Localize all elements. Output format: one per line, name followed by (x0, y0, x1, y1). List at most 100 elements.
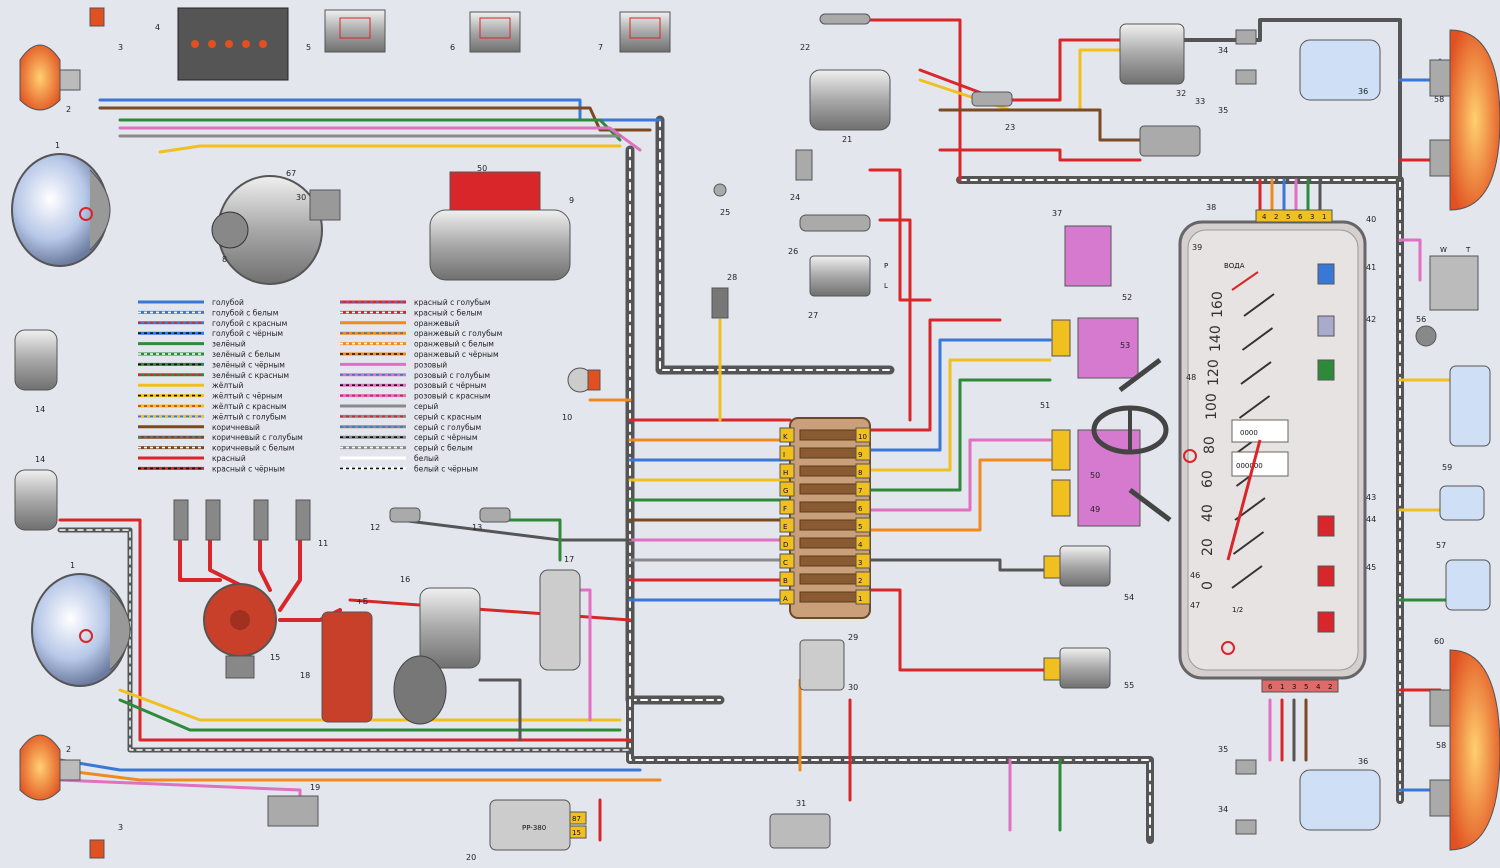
switch-19: 19 (267, 783, 320, 827)
legend-item: розовый с чёрным (340, 381, 486, 390)
fuse-number: 6 (858, 505, 863, 513)
legend-label: белый (414, 454, 439, 463)
relay-6: 6 (450, 11, 521, 53)
legend-label: голубой (212, 298, 244, 307)
label-41: 41 (1366, 263, 1376, 272)
fuse-letter: B (783, 577, 788, 585)
label-38: 38 (1206, 203, 1216, 212)
relay-5: 5 (306, 9, 386, 53)
sensor-3-top: 3 (89, 7, 123, 52)
legend-item: голубой (138, 298, 244, 307)
fuse-letter: G (783, 487, 788, 495)
sensor-25: 25 (713, 183, 730, 217)
label-34-bottom: 34 (1218, 805, 1228, 814)
sensor-28: 28 (711, 273, 737, 319)
legend-label: серый с чёрным (414, 433, 477, 442)
label-voda: ВОДА (1224, 262, 1245, 270)
legend-item: белый с чёрным (340, 464, 478, 473)
plafond-36-bottom: 36 (1299, 757, 1381, 831)
speed-label: 20 (1200, 538, 1216, 556)
unit-32: 32 (1119, 23, 1186, 98)
legend-item: зелёный с белым (138, 350, 280, 359)
legend-item: зелёный с чёрным (138, 360, 285, 369)
label-54: 54 (1124, 593, 1134, 602)
legend-label: зелёный с красным (212, 371, 289, 380)
label-11: 11 (318, 539, 328, 548)
legend-item: розовый с красным (340, 392, 491, 401)
sensor-3-bottom: 3 (89, 823, 123, 859)
label-35-bottom: 35 (1218, 745, 1228, 754)
fuse-letter: I (783, 451, 785, 459)
fuse-number: 1 (858, 595, 862, 603)
connector-pin: 1 (1280, 683, 1284, 691)
wire-harness (57, 18, 1462, 844)
lamp-24: 24 (790, 149, 813, 202)
switch-55: 55 (1043, 647, 1134, 690)
speed-label: 40 (1200, 504, 1216, 522)
legend-item: коричневый с белым (138, 444, 294, 453)
fuse-letter: H (783, 469, 788, 477)
lamp-34-top: 34 (1218, 29, 1257, 55)
legend-label: коричневый (212, 423, 260, 432)
label-48: 48 (1186, 373, 1196, 382)
legend-label: розовый с голубым (414, 371, 490, 380)
label-51: 51 (1040, 401, 1050, 410)
speed-label: 100 (1204, 393, 1220, 420)
fuse-letter: C (783, 559, 788, 567)
label-57: 57 (1436, 541, 1446, 550)
generator-8: 8 67 30 (211, 169, 341, 285)
legend-label: жёлтый с красным (212, 402, 287, 411)
fuse-letter: K (783, 433, 788, 441)
plafond-36-top: 36 (1299, 39, 1381, 101)
label-1-top: 1 (55, 141, 60, 150)
sensor-13: 13 (472, 507, 511, 532)
speed-label: 80 (1202, 436, 1218, 454)
label-30: 30 (848, 683, 858, 692)
legend-item: серый (340, 402, 438, 411)
legend-item: белый (340, 454, 439, 463)
label-52: 52 (1122, 293, 1132, 302)
label-42: 42 (1366, 315, 1376, 324)
legend-label: коричневый с белым (212, 444, 294, 453)
legend-item: красный с голубым (340, 298, 491, 307)
legend-item: жёлтый с чёрным (138, 392, 283, 401)
label-44: 44 (1366, 515, 1376, 524)
fuse-number: 4 (858, 541, 863, 549)
legend-item: жёлтый (138, 381, 243, 390)
label-50: 50 (1090, 471, 1100, 480)
legend-item: зелёный (138, 340, 246, 349)
legend-item: оранжевый с голубым (340, 329, 502, 338)
legend-item: голубой с чёрным (138, 329, 283, 338)
legend-item: жёлтый с голубым (138, 412, 286, 421)
sensor-22: 22 (800, 13, 871, 52)
lamp-34-bottom: 34 (1218, 805, 1257, 835)
label-13: 13 (472, 523, 482, 532)
sensor-12: 12 (370, 507, 421, 532)
connector-pin: 5 (1304, 683, 1308, 691)
legend-label: красный с белым (414, 308, 482, 317)
label-19: 19 (310, 783, 320, 792)
speed-label: 120 (1206, 359, 1222, 386)
label-29: 29 (848, 633, 858, 642)
turn-lamp-left-top: 2 (19, 44, 81, 114)
legend-item: розовый (340, 360, 447, 369)
speed-label: 60 (1200, 470, 1216, 488)
headlight-left-top: 1 (11, 141, 111, 267)
label-47: 47 (1190, 601, 1200, 610)
label-15: 15 (270, 653, 280, 662)
trip-counter: 0000 (1240, 429, 1258, 437)
label-28: 28 (727, 273, 737, 282)
legend-label: зелёный с чёрным (212, 360, 285, 369)
label-58-top: 58 (1434, 95, 1444, 104)
label-8: 8 (222, 255, 227, 264)
label-10: 10 (562, 413, 572, 422)
legend-label: оранжевый с белым (414, 340, 494, 349)
legend-label: зелёный (212, 340, 246, 349)
label-7: 7 (598, 43, 603, 52)
legend-label: оранжевый с голубым (414, 329, 502, 338)
